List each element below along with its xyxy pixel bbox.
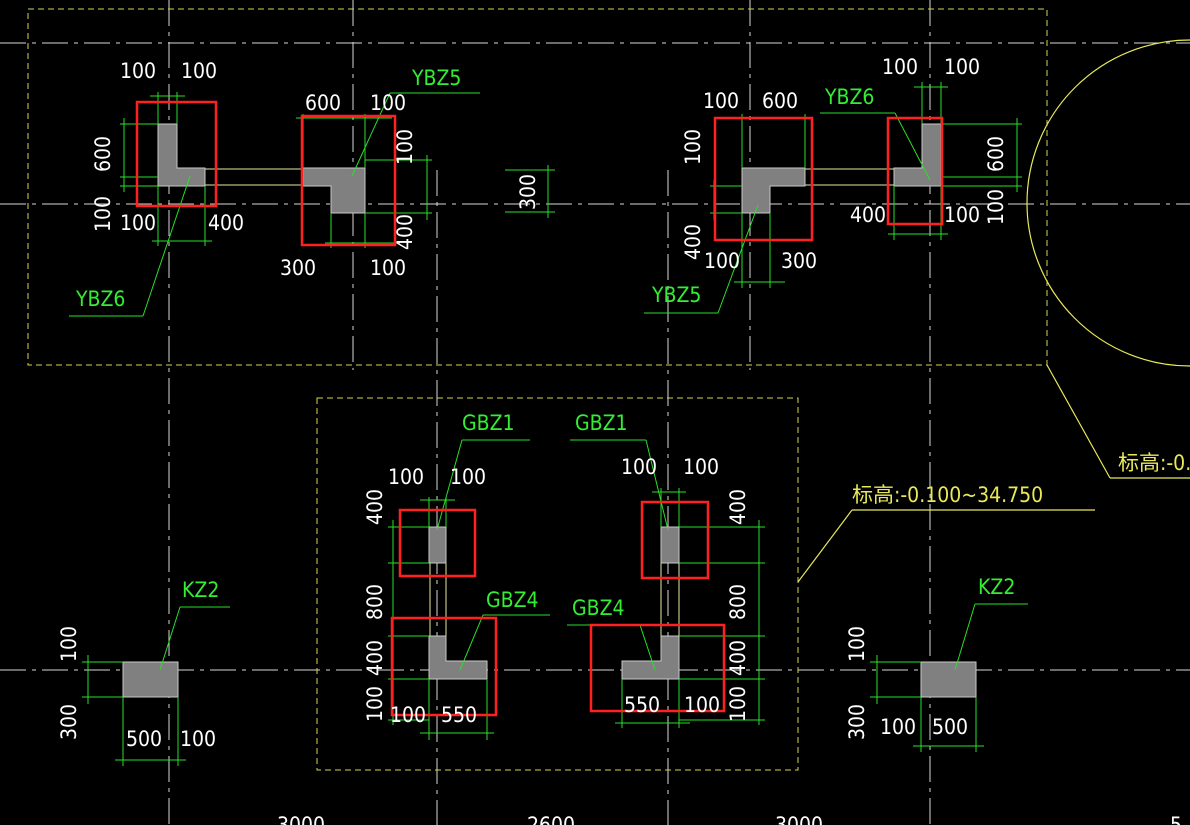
- dim-label: 100: [370, 256, 406, 280]
- dim-label: 400: [363, 489, 387, 525]
- elevation-leaders: [797, 364, 1190, 583]
- dim-label: 100: [704, 249, 740, 273]
- dim-label: 400: [393, 214, 417, 250]
- gbz1-left-wall: [428, 526, 447, 564]
- dim-label: 100: [390, 703, 426, 727]
- elevation-labels: 标高:-0.100~34.750 标高:-0.1: [852, 451, 1190, 507]
- dim-label: 800: [726, 584, 750, 620]
- dim-label: 100: [57, 626, 81, 662]
- dim-label: 100: [703, 89, 739, 113]
- kz2-left-column: [122, 661, 179, 698]
- dim-label: 600: [305, 91, 341, 115]
- ybz5-left-wall: [302, 167, 366, 214]
- dim-label: 100: [363, 686, 387, 722]
- dim-label: 600: [91, 136, 115, 172]
- axis-dim-label: 5: [1170, 813, 1182, 825]
- dim-label: 500: [932, 715, 968, 739]
- highlight-box-gbz1-left[interactable]: [398, 508, 477, 578]
- tag-ybz6-left: YBZ6: [75, 287, 125, 311]
- dim-label: 100: [370, 91, 406, 115]
- dim-label: 100: [984, 189, 1008, 225]
- ybz5-right-wall: [741, 167, 806, 214]
- component-tags: YBZ5 YBZ6 YBZ6 YBZ5 GBZ1 GBZ1 GBZ4 GBZ4 …: [75, 66, 1015, 620]
- highlight-boxes: [135, 100, 944, 717]
- tag-gbz4-left: GBZ4: [486, 588, 539, 612]
- tag-gbz4-right: GBZ4: [572, 596, 625, 620]
- axis-dim-label: 2600: [527, 813, 575, 825]
- dim-label: 100: [91, 196, 115, 232]
- dim-label: 100: [621, 455, 657, 479]
- dim-label: 100: [880, 715, 916, 739]
- ybz6-left-wall: [157, 123, 206, 187]
- highlight-box-ybz6-left[interactable]: [135, 100, 218, 208]
- upper-region-outline: [27, 8, 1048, 366]
- dim-label: 300: [781, 249, 817, 273]
- highlight-box-ybz5-left[interactable]: [300, 114, 397, 247]
- wall-shapes: [122, 123, 977, 698]
- gbz1-right-wall: [660, 526, 680, 564]
- dim-label: 100: [726, 686, 750, 722]
- highlight-box-gbz4-left[interactable]: [390, 616, 498, 717]
- dim-label: 300: [280, 256, 316, 280]
- dim-label: 100: [181, 59, 217, 83]
- dim-label: 100: [684, 693, 720, 717]
- dim-label: 400: [681, 224, 705, 260]
- dim-label: 100: [845, 626, 869, 662]
- dim-label: 300: [516, 174, 540, 210]
- dim-label: 100: [388, 465, 424, 489]
- dim-label: 600: [762, 89, 798, 113]
- highlight-box-gbz1-right[interactable]: [640, 500, 710, 580]
- gbz4-left-wall: [428, 635, 488, 680]
- highlight-box-ybz5-right[interactable]: [713, 116, 814, 242]
- elevator-arc: [1026, 39, 1190, 367]
- dim-label: 400: [850, 203, 886, 227]
- elevation-label-middle: 标高:-0.100~34.750: [852, 483, 1043, 507]
- highlight-box-ybz6-right[interactable]: [886, 116, 944, 226]
- tag-kz2-left: KZ2: [182, 578, 219, 602]
- dim-label: 400: [726, 640, 750, 676]
- dim-label: 550: [624, 693, 660, 717]
- tag-gbz1-left: GBZ1: [462, 411, 515, 435]
- dim-label: 400: [363, 640, 387, 676]
- dim-label: 100: [393, 129, 417, 165]
- dim-label: 400: [208, 211, 244, 235]
- tag-kz2-right: KZ2: [978, 575, 1015, 599]
- dim-label: 100: [681, 129, 705, 165]
- tag-ybz5-top: YBZ5: [411, 66, 461, 90]
- dim-label: 600: [984, 136, 1008, 172]
- highlight-box-gbz4-right[interactable]: [589, 623, 726, 713]
- kz2-right-column: [920, 661, 977, 698]
- dim-label: 800: [363, 584, 387, 620]
- dim-label: 100: [120, 59, 156, 83]
- lower-region-outline: [316, 397, 799, 771]
- dim-label: 100: [683, 455, 719, 479]
- axis-dim-label: 3000: [277, 813, 325, 825]
- elevation-label-right: 标高:-0.1: [1118, 451, 1190, 475]
- dim-label: 100: [180, 727, 216, 751]
- tag-gbz1-right: GBZ1: [575, 411, 628, 435]
- dim-label: 300: [845, 704, 869, 740]
- dim-label: 100: [120, 211, 156, 235]
- dim-label: 550: [441, 703, 477, 727]
- dimension-labels: 100 100 600 100 100 400 600 100 100 400 …: [57, 55, 1182, 825]
- dim-label: 100: [944, 55, 980, 79]
- dimension-lines: [69, 82, 1028, 766]
- dim-label: 100: [882, 55, 918, 79]
- dim-label: 100: [450, 465, 486, 489]
- dim-label: 100: [944, 203, 980, 227]
- axis-dim-label: 3000: [775, 813, 823, 825]
- tag-ybz6-right: YBZ6: [824, 85, 874, 109]
- dim-label: 300: [57, 704, 81, 740]
- dim-label: 500: [126, 727, 162, 751]
- tag-ybz5-right: YBZ5: [651, 283, 701, 307]
- dim-label: 400: [726, 489, 750, 525]
